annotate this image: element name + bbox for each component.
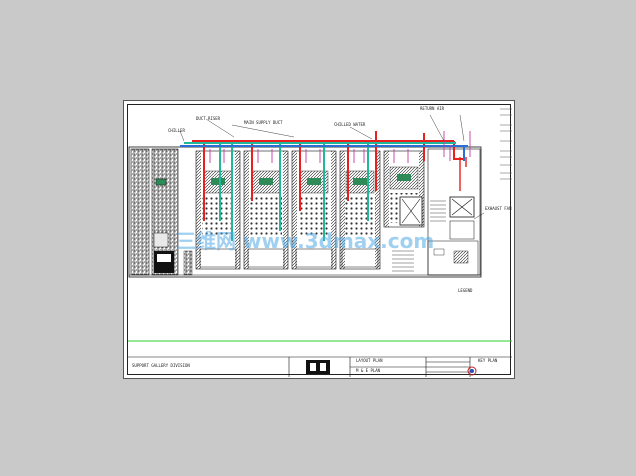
- drawing-title-center: LAYOUT PLAN: [356, 358, 383, 363]
- annotation-duct-riser: DUCT RISER: [196, 116, 221, 121]
- core-block: [392, 148, 481, 276]
- module-4: [339, 150, 381, 270]
- module-2: [243, 150, 289, 270]
- plan-legend-label: LEGEND: [458, 288, 473, 293]
- chilled-water-lines: [184, 142, 456, 241]
- company-logo: [306, 360, 330, 374]
- sheet-border: [127, 104, 511, 375]
- left-block: [130, 148, 150, 276]
- drawing-sheet: CHILLER DUCT RISER MAIN SUPPLY DUCT CHIL…: [123, 100, 515, 379]
- floor-plan-drawing: [128, 108, 512, 377]
- stamp-icon: [467, 366, 477, 376]
- key-plan-label: KEY PLAN: [478, 358, 498, 363]
- magenta-risers: [209, 131, 471, 163]
- annotation-main-supply: MAIN SUPPLY DUCT: [244, 120, 283, 125]
- drawing-title-center-sub: M & E PLAN: [356, 368, 381, 373]
- title-block: [128, 356, 512, 377]
- watermark-text: 三维网 www.3dmax.com: [176, 229, 435, 253]
- drawing-title-left: SUPPORT GALLERY DIVISION: [132, 363, 190, 368]
- annotation-chilled-water: CHILLED WATER: [334, 122, 366, 127]
- annotation-chiller: CHILLER: [168, 128, 185, 133]
- annotation-exhaust-fan: EXHAUST FAN: [485, 206, 512, 211]
- return-air-lines: [180, 145, 468, 161]
- supply-duct-lines: [192, 131, 464, 221]
- annotation-return-air: RETURN AIR: [420, 106, 445, 111]
